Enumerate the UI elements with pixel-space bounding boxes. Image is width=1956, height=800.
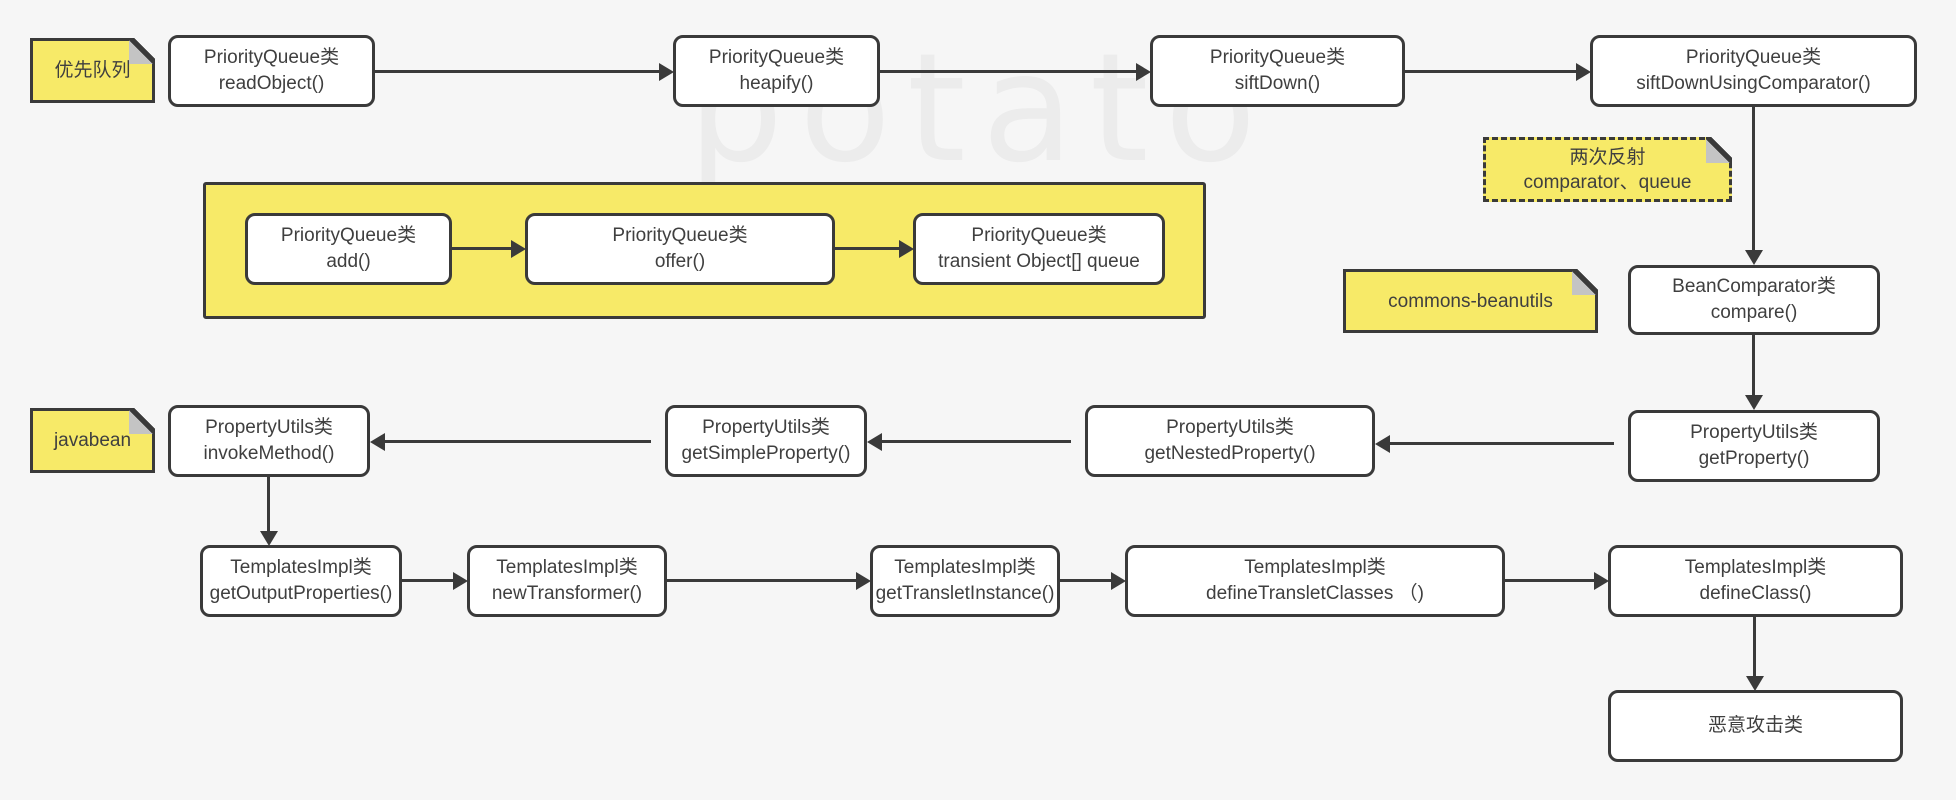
node-class-label: BeanComparator类 bbox=[1672, 276, 1836, 297]
node-templatesimpl-definetransletclasses: TemplatesImpl类 defineTransletClasses （) bbox=[1125, 545, 1505, 617]
arrow-newtransformer-to-gettransletinstance bbox=[667, 579, 857, 582]
node-method-label: compare() bbox=[1710, 302, 1798, 323]
note-double-reflection-line1: 两次反射 bbox=[1569, 146, 1646, 168]
node-method-label: defineTransletClasses （) bbox=[1206, 583, 1424, 604]
node-malicious-class: 恶意攻击类 bbox=[1608, 690, 1903, 762]
note-priority-queue-label: 优先队列 bbox=[54, 60, 131, 81]
node-priorityqueue-readobject: PriorityQueue类 readObject() bbox=[168, 35, 375, 107]
arrow-getsimpleproperty-to-invokemethod bbox=[384, 440, 651, 443]
node-method-label: getNestedProperty() bbox=[1144, 443, 1316, 464]
note-fold-corner bbox=[1706, 137, 1732, 163]
node-class-label: PriorityQueue类 bbox=[1685, 47, 1822, 68]
node-beancomparator-compare: BeanComparator类 compare() bbox=[1628, 265, 1880, 335]
node-templatesimpl-getoutputproperties: TemplatesImpl类 getOutputProperties() bbox=[200, 545, 402, 617]
arrow-defineclass-to-malicious-class bbox=[1753, 617, 1756, 677]
note-priority-queue: 优先队列 bbox=[30, 38, 155, 103]
node-class-label: PriorityQueue类 bbox=[708, 47, 845, 68]
note-commons-beanutils-label: commons-beanutils bbox=[1388, 290, 1553, 312]
arrow-heapify-to-siftdown bbox=[880, 70, 1137, 73]
node-priorityqueue-heapify: PriorityQueue类 heapify() bbox=[673, 35, 880, 107]
node-class-label: TemplatesImpl类 bbox=[1244, 557, 1386, 578]
node-method-label: newTransformer() bbox=[491, 583, 643, 604]
node-method-label: readObject() bbox=[218, 73, 325, 94]
node-method-label: add() bbox=[326, 251, 371, 272]
node-priorityqueue-add: PriorityQueue类 add() bbox=[245, 213, 452, 285]
node-propertyutils-getsimpleproperty: PropertyUtils类 getSimpleProperty() bbox=[665, 405, 867, 477]
note-commons-beanutils: commons-beanutils bbox=[1343, 269, 1598, 333]
node-class-label: PriorityQueue类 bbox=[612, 225, 748, 246]
note-double-reflection: 两次反射 comparator、queue bbox=[1483, 137, 1732, 202]
node-method-label: siftDown() bbox=[1234, 73, 1321, 94]
node-templatesimpl-defineclass: TemplatesImpl类 defineClass() bbox=[1608, 545, 1903, 617]
node-method-label: invokeMethod() bbox=[203, 443, 335, 464]
arrow-invokemethod-to-getoutputproperties bbox=[267, 477, 270, 532]
node-propertyutils-getnestedproperty: PropertyUtils类 getNestedProperty() bbox=[1085, 405, 1375, 477]
node-class-label: PropertyUtils类 bbox=[702, 417, 830, 438]
node-class-label: PropertyUtils类 bbox=[205, 417, 333, 438]
node-class-label: PriorityQueue类 bbox=[203, 47, 340, 68]
note-fold-corner bbox=[1572, 269, 1598, 295]
arrow-siftdown-to-siftdownusingcomparator bbox=[1405, 70, 1577, 73]
node-class-label: PropertyUtils类 bbox=[1690, 422, 1818, 443]
node-method-label: getTransletInstance() bbox=[875, 583, 1055, 604]
node-class-label: PropertyUtils类 bbox=[1166, 417, 1294, 438]
node-priorityqueue-siftdownusingcomparator: PriorityQueue类 siftDownUsingComparator() bbox=[1590, 35, 1917, 107]
node-class-label: 恶意攻击类 bbox=[1707, 715, 1803, 736]
node-class-label: TemplatesImpl类 bbox=[496, 557, 638, 578]
note-javabean: javabean bbox=[30, 408, 155, 473]
arrow-getnestedproperty-to-getsimpleproperty bbox=[881, 440, 1071, 443]
node-priorityqueue-siftdown: PriorityQueue类 siftDown() bbox=[1150, 35, 1405, 107]
node-propertyutils-getproperty: PropertyUtils类 getProperty() bbox=[1628, 410, 1880, 482]
node-class-label: TemplatesImpl类 bbox=[894, 557, 1036, 578]
node-method-label: offer() bbox=[654, 251, 706, 272]
node-templatesimpl-newtransformer: TemplatesImpl类 newTransformer() bbox=[467, 545, 667, 617]
node-method-label: heapify() bbox=[739, 73, 814, 94]
note-javabean-label: javabean bbox=[53, 430, 132, 451]
arrow-definetransletclasses-to-defineclass bbox=[1505, 579, 1595, 582]
arrow-siftdownusingcomparator-to-beancomparator bbox=[1752, 107, 1755, 251]
node-class-label: PriorityQueue类 bbox=[971, 225, 1107, 246]
arrow-beancomparator-to-getproperty bbox=[1752, 335, 1755, 396]
node-method-label: getProperty() bbox=[1698, 448, 1810, 469]
node-class-label: TemplatesImpl类 bbox=[230, 557, 372, 578]
node-method-label: getOutputProperties() bbox=[209, 583, 393, 604]
arrow-getproperty-to-getnestedproperty bbox=[1389, 442, 1614, 445]
node-method-label: defineClass() bbox=[1699, 583, 1812, 604]
node-method-label: getSimpleProperty() bbox=[681, 443, 851, 464]
arrow-gettransletinstance-to-definetransletclasses bbox=[1060, 579, 1112, 582]
note-fold-corner bbox=[129, 38, 155, 64]
arrow-getoutputproperties-to-newtransformer bbox=[402, 579, 454, 582]
note-fold-corner bbox=[129, 408, 155, 434]
note-double-reflection-line2: comparator、queue bbox=[1523, 171, 1692, 193]
arrow-offer-to-queue-field bbox=[835, 247, 900, 250]
node-method-label: siftDownUsingComparator() bbox=[1636, 73, 1871, 94]
arrow-add-to-offer bbox=[452, 247, 512, 250]
node-priorityqueue-queue-field: PriorityQueue类 transient Object[] queue bbox=[913, 213, 1165, 285]
node-class-label: TemplatesImpl类 bbox=[1684, 557, 1827, 578]
node-field-label: transient Object[] queue bbox=[938, 251, 1140, 272]
node-class-label: PriorityQueue类 bbox=[1209, 47, 1346, 68]
node-propertyutils-invokemethod: PropertyUtils类 invokeMethod() bbox=[168, 405, 370, 477]
node-templatesimpl-gettransletinstance: TemplatesImpl类 getTransletInstance() bbox=[870, 545, 1060, 617]
arrow-readobject-to-heapify bbox=[375, 70, 660, 73]
node-class-label: PriorityQueue类 bbox=[280, 225, 417, 246]
node-priorityqueue-offer: PriorityQueue类 offer() bbox=[525, 213, 835, 285]
